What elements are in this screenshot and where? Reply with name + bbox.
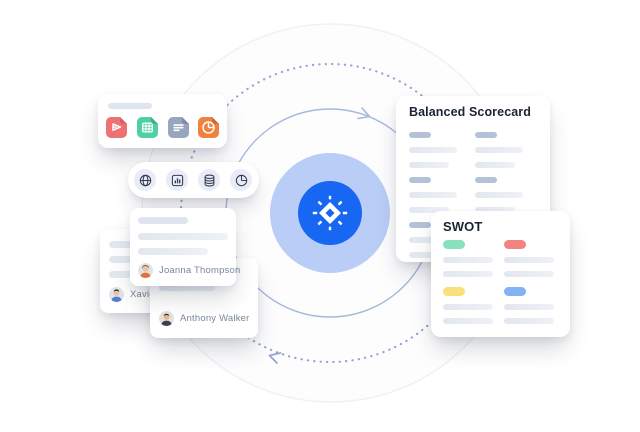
placeholder-pill <box>409 132 431 138</box>
card-title: SWOT <box>443 219 483 234</box>
slides-file-icon <box>106 117 127 138</box>
placeholder-line <box>504 318 554 324</box>
placeholder-line <box>409 252 449 258</box>
database-icon <box>198 169 220 191</box>
placeholder-pill <box>409 177 431 183</box>
placeholder-line <box>475 147 523 153</box>
placeholder-line <box>409 207 449 213</box>
person-name: Anthony Walker <box>180 313 250 324</box>
placeholder-line <box>159 284 215 291</box>
person-name: Xavier <box>130 289 159 300</box>
chart-file-icon <box>198 117 219 138</box>
placeholder-line <box>108 103 152 109</box>
orbit-arrow-bottom-icon <box>268 352 282 364</box>
card-title: Balanced Scorecard <box>409 105 531 119</box>
swot-opportunities-pill <box>443 287 465 296</box>
placeholder-line <box>443 318 493 324</box>
swot-threats-pill <box>504 287 526 296</box>
placeholder-line <box>504 257 554 263</box>
pie-chart-icon <box>230 169 252 191</box>
placeholder-line <box>504 271 554 277</box>
placeholder-line <box>443 304 493 310</box>
document-file-icon <box>168 117 189 138</box>
sparkle-diamond-logo-icon <box>312 195 348 231</box>
avatar-xavier <box>109 287 124 302</box>
placeholder-pill <box>409 222 431 228</box>
spreadsheet-file-icon <box>137 117 158 138</box>
placeholder-line <box>475 192 523 198</box>
comment-card-joanna: Joanna Thompson <box>130 208 240 286</box>
globe-icon <box>134 169 156 191</box>
placeholder-line <box>475 162 515 168</box>
placeholder-line <box>138 217 188 224</box>
swot-strengths-pill <box>443 240 465 249</box>
placeholder-line <box>409 162 449 168</box>
person-name: Joanna Thompson <box>159 265 241 276</box>
placeholder-line <box>138 233 228 240</box>
placeholder-line <box>504 304 554 310</box>
placeholder-line <box>443 271 493 277</box>
avatar-joanna <box>138 263 153 278</box>
placeholder-line <box>138 248 208 255</box>
bar-chart-icon <box>166 169 188 191</box>
placeholder-line <box>409 147 457 153</box>
placeholder-line <box>443 257 493 263</box>
swot-card: SWOT <box>431 211 570 337</box>
swot-weaknesses-pill <box>504 240 526 249</box>
avatar-anthony <box>159 311 174 326</box>
center-halo <box>270 153 390 273</box>
placeholder-pill <box>475 132 497 138</box>
orbit-arrow-top-icon <box>357 107 371 120</box>
files-card <box>98 94 227 148</box>
placeholder-line <box>409 192 457 198</box>
placeholder-line <box>475 207 515 213</box>
placeholder-pill <box>475 177 497 183</box>
sources-toolbar <box>128 162 259 198</box>
center-logo-circle <box>298 181 362 245</box>
